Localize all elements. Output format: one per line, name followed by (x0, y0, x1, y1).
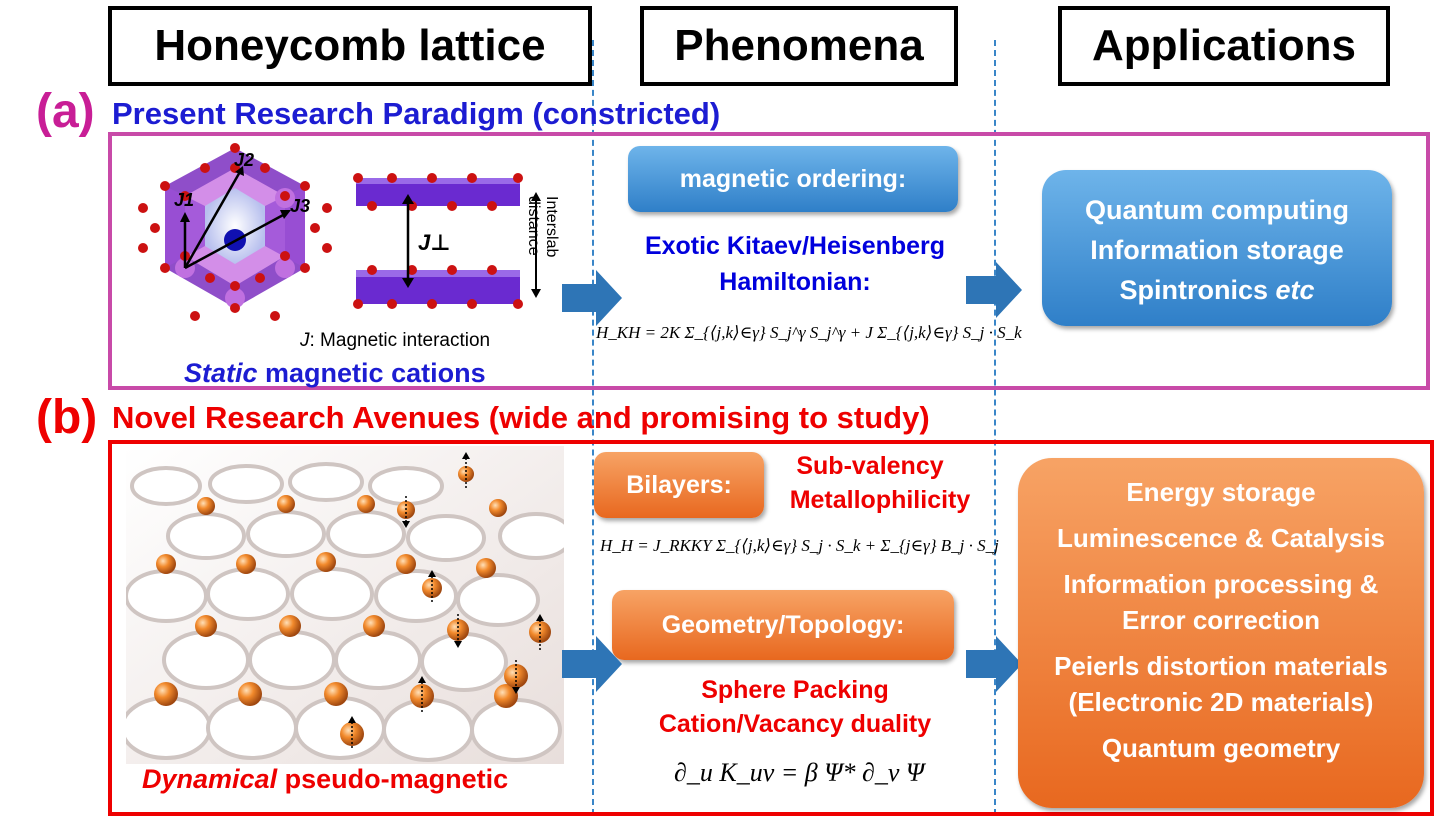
app-luminescence-catalysis: Luminescence & Catalysis (1056, 523, 1386, 553)
divider-left (592, 40, 594, 815)
app-information-processing: Information processing & (1063, 569, 1379, 599)
honeycomb-sphere-lattice-illustration (126, 446, 564, 764)
app-energy-storage: Energy storage (1126, 477, 1316, 507)
static-caption-italic: Static (184, 358, 258, 388)
kitaev-line2: Hamiltonian: (719, 268, 871, 296)
legend-text: : Magnetic interaction (309, 330, 491, 351)
section-a-panel (108, 132, 1430, 390)
magnetic-ordering-button: magnetic ordering: (628, 146, 958, 212)
section-a-label: (a) (36, 85, 95, 138)
app-peierls-distortion: Peierls distortion materials (1054, 651, 1388, 681)
interslab-label: Interslab distance (525, 196, 560, 296)
app-quantum-geometry: Quantum geometry (1101, 733, 1341, 763)
app-electronic-2d: (Electronic 2D materials) (1068, 687, 1374, 717)
header-phenomena: Phenomena (640, 6, 958, 86)
label-jperp: J⊥ (418, 230, 450, 256)
kitaev-hamiltonian-equation: H_KH = 2K Σ_{⟨j,k⟩∈γ} S_j^γ S_j^γ + J Σ_… (596, 318, 1022, 344)
applications-b-box: Energy storage Luminescence & Catalysis … (1018, 458, 1424, 808)
dynamical-caption-rest: pseudo-magnetic (277, 764, 509, 794)
label-jperp-text: J⊥ (418, 230, 451, 255)
bilayers-text: Bilayers: (626, 471, 732, 499)
interslab-text: Interslab (543, 196, 560, 258)
dynamical-caption-italic: Dynamical (142, 764, 278, 794)
app-spintronics-text: Spintronics (1119, 275, 1276, 305)
app-quantum-computing: Quantum computing (1085, 195, 1349, 225)
honeycomb-polyhedra-illustration (138, 143, 332, 321)
app-information-storage: Information storage (1090, 235, 1344, 265)
static-caption-rest: magnetic cations (257, 358, 486, 388)
dynamical-caption: Dynamical pseudo-magnetic (142, 764, 508, 795)
metallophilicity-text: Metallophilicity (789, 486, 971, 514)
section-b-title: Novel Research Avenues (wide and promisi… (112, 400, 930, 435)
subvalency-text: Sub-valency (796, 452, 944, 480)
section-b-panel (108, 440, 1434, 816)
label-j1: J1 (174, 190, 195, 210)
applications-a-box: Quantum computing Information storage Sp… (1042, 170, 1392, 326)
geometry-equation-text: ∂_u K_uv = β Ψ* ∂_v Ψ (674, 758, 925, 787)
app-error-correction: Error correction (1122, 605, 1320, 635)
arrow-b-right (966, 636, 1022, 692)
header-phenomena-text: Phenomena (674, 21, 924, 70)
static-caption: Static magnetic cations (184, 358, 486, 389)
magnetic-interaction-legend: J: Magnetic interaction (300, 330, 490, 352)
section-a-title: Present Research Paradigm (constricted) (112, 96, 721, 131)
header-honeycomb-text: Honeycomb lattice (154, 21, 546, 70)
interslab-distance-arrow (531, 192, 541, 298)
magnetic-ordering-text: magnetic ordering: (679, 165, 907, 193)
arrow-a-left (562, 270, 622, 326)
app-spintronics-etc: etc (1275, 275, 1315, 305)
sphere-packing-text: Sphere Packing (701, 676, 889, 704)
geometry-topology-button: Geometry/Topology: (612, 590, 954, 660)
kitaev-equation-text: H_KH = 2K Σ_{⟨j,k⟩∈γ} S_j^γ S_j^γ + J Σ_… (596, 323, 1022, 342)
label-j3: J3 (290, 196, 311, 216)
arrow-a-right (966, 262, 1022, 318)
kitaev-line1: Exotic Kitaev/Heisenberg (644, 232, 946, 260)
header-applications-text: Applications (1091, 21, 1357, 70)
arrow-b-left (562, 636, 622, 692)
geometry-equation: ∂_u K_uv = β Ψ* ∂_v Ψ (674, 758, 924, 788)
interslab-illustration (353, 173, 523, 309)
section-b-label: (b) (36, 391, 98, 444)
legend-j: J (300, 330, 310, 351)
bilayers-button: Bilayers: (594, 452, 764, 518)
geometry-topology-text: Geometry/Topology: (661, 611, 905, 639)
divider-right (994, 40, 996, 815)
label-j2: J2 (234, 150, 255, 170)
rkky-equation-text: H_H = J_RKKY Σ_{⟨j,k⟩∈γ} S_j · S_k + Σ_{… (600, 536, 999, 555)
cation-vacancy-text: Cation/Vacancy duality (658, 710, 932, 738)
rkky-hamiltonian-equation: H_H = J_RKKY Σ_{⟨j,k⟩∈γ} S_j · S_k + Σ_{… (600, 536, 999, 556)
distance-text: distance (525, 196, 542, 256)
header-applications: Applications (1058, 6, 1390, 86)
app-spintronics: Spintronics etc (1042, 270, 1392, 310)
header-honeycomb: Honeycomb lattice (108, 6, 592, 86)
